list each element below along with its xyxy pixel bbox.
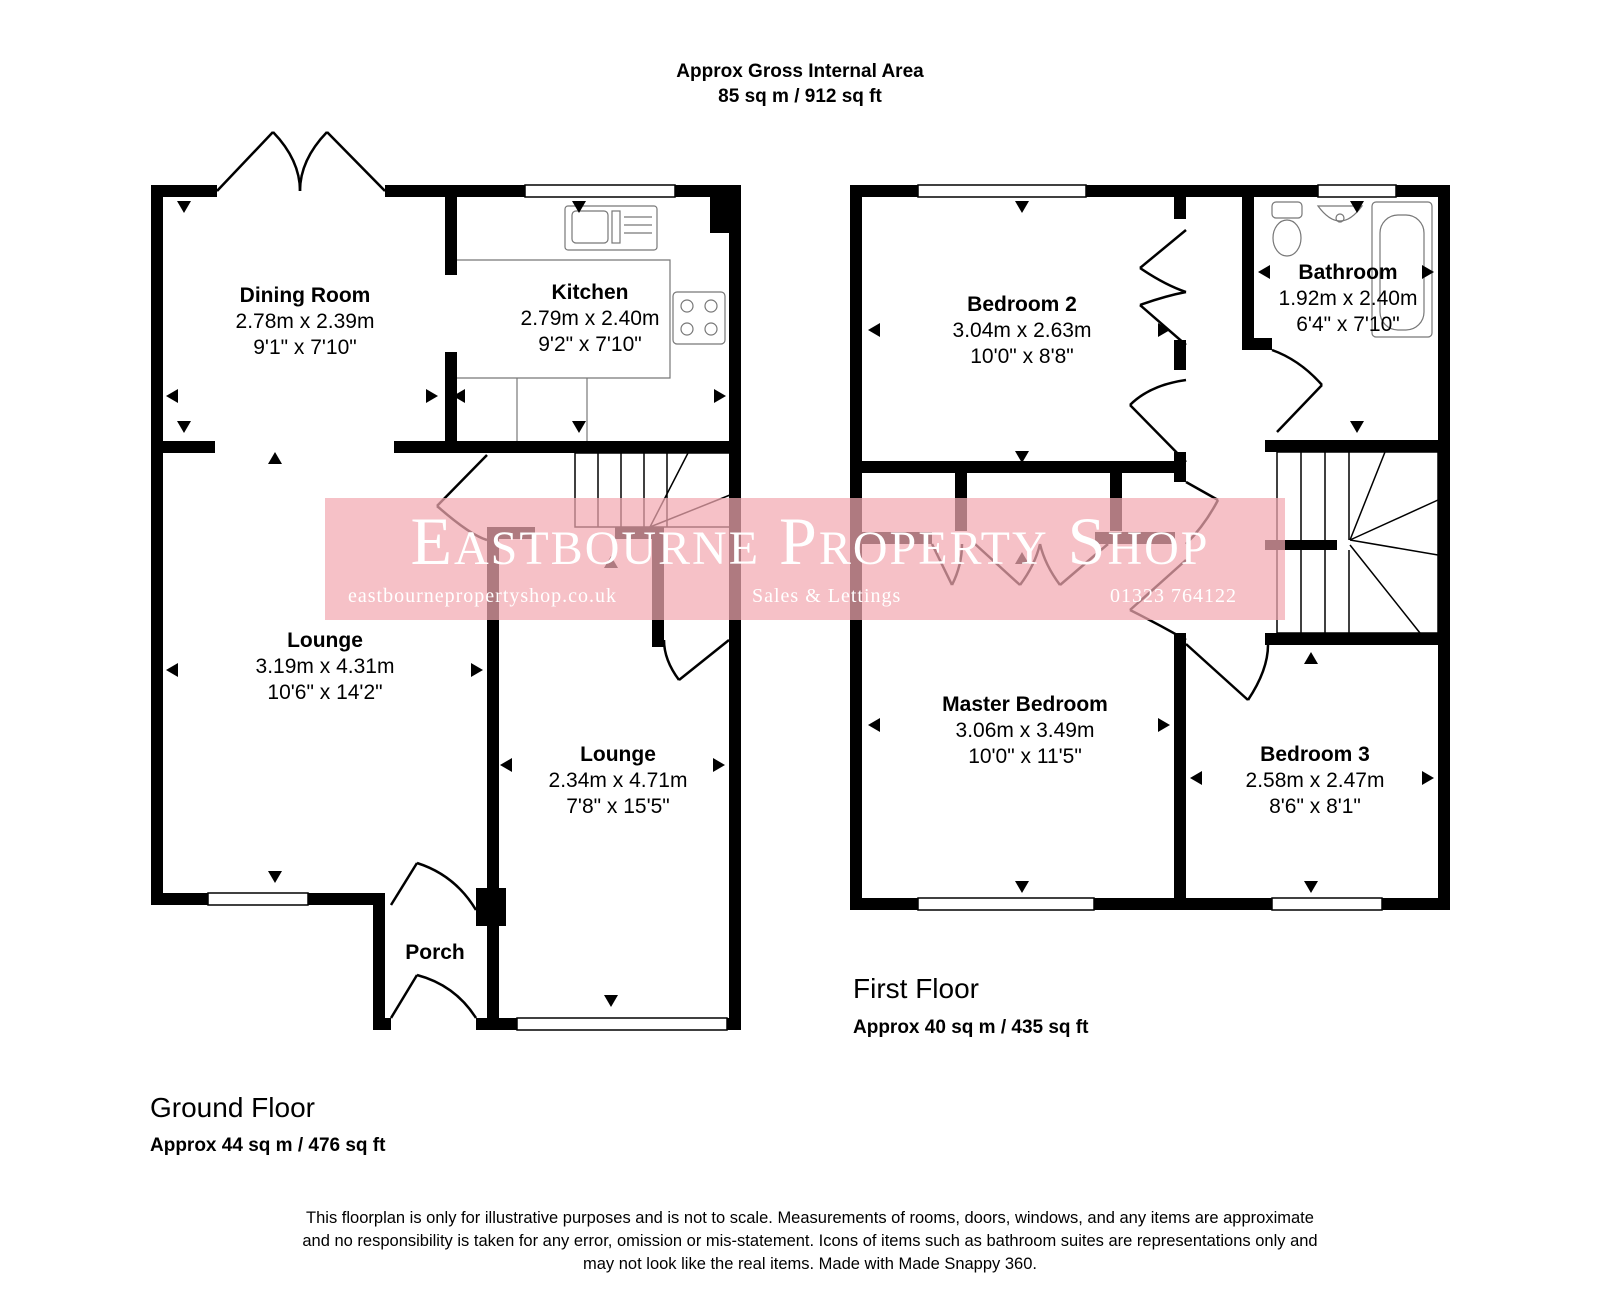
room-bedroom-2: Bedroom 2 3.04m x 2.63m 10'0" x 8'8" [922,292,1122,370]
room-porch: Porch [385,940,485,966]
room-name: Kitchen [551,281,629,304]
room-metric: 3.19m x 4.31m [255,655,395,678]
room-name: Master Bedroom [942,693,1108,716]
room-metric: 2.58m x 2.47m [1245,769,1385,792]
ground-floor-area: Approx 44 sq m / 476 sq ft [150,1135,386,1156]
disclaimer-line: This floorplan is only for illustrative … [306,1209,1314,1227]
room-metric: 2.34m x 4.71m [548,769,688,792]
room-bathroom: Bathroom 1.92m x 2.40m 6'4" x 7'10" [1258,260,1438,338]
room-imperial: 7'8" x 15'5" [566,795,670,818]
french-doors [216,131,386,192]
first-floor-windows [917,184,1397,911]
room-name: Lounge [580,743,656,766]
room-imperial: 9'2" x 7'10" [538,333,642,356]
room-dining-room: Dining Room 2.78m x 2.39m 9'1" x 7'10" [205,283,405,361]
gross-area-heading: Approx Gross Internal Area [676,61,924,82]
disclaimer: This floorplan is only for illustrative … [180,1207,1440,1276]
room-name: Bedroom 3 [1260,743,1370,766]
room-imperial: 6'4" x 7'10" [1296,313,1400,336]
gross-area-value: 85 sq m / 912 sq ft [718,86,882,107]
disclaimer-line: may not look like the real items. Made w… [583,1255,1037,1273]
room-imperial: 10'0" x 11'5" [968,745,1082,768]
room-bedroom-3: Bedroom 3 2.58m x 2.47m 8'6" x 8'1" [1215,742,1415,820]
room-name: Bedroom 2 [967,293,1077,316]
room-metric: 2.78m x 2.39m [235,310,375,333]
room-imperial: 10'0" x 8'8" [970,345,1074,368]
room-lounge-2: Lounge 2.34m x 4.71m 7'8" x 15'5" [518,742,718,820]
room-metric: 3.04m x 2.63m [952,319,1092,342]
first-floor-walls [850,185,1450,910]
room-master-bedroom: Master Bedroom 3.06m x 3.49m 10'0" x 11'… [910,692,1140,770]
room-metric: 2.79m x 2.40m [520,307,660,330]
ground-floor-title: Ground Floor [150,1092,315,1123]
ground-floor-windows [207,184,728,1031]
room-metric: 1.92m x 2.40m [1278,287,1418,310]
kitchen-units [457,205,726,441]
room-name: Bathroom [1298,261,1398,284]
disclaimer-line: and no responsibility is taken for any e… [302,1232,1318,1250]
room-metric: 3.06m x 3.49m [955,719,1095,742]
watermark-title: Eastbourne Property Shop [410,503,1210,579]
room-imperial: 9'1" x 7'10" [253,336,357,359]
room-name: Lounge [287,629,363,652]
ground-floor-markers [166,201,726,1007]
room-name: Porch [405,941,465,964]
room-imperial: 10'6" x 14'2" [267,681,383,704]
room-kitchen: Kitchen 2.79m x 2.40m 9'2" x 7'10" [490,280,690,358]
watermark-tagline: Sales & Lettings [752,585,902,607]
first-floor-area: Approx 40 sq m / 435 sq ft [853,1017,1089,1038]
watermark-phone: 01323 764122 [1110,585,1237,607]
room-imperial: 8'6" x 8'1" [1269,795,1361,818]
watermark-band [325,498,1285,620]
room-name: Dining Room [239,284,371,307]
watermark-website: eastbournepropertyshop.co.uk [348,585,618,607]
room-lounge-1: Lounge 3.19m x 4.31m 10'6" x 14'2" [225,628,425,706]
first-floor-title: First Floor [853,973,979,1004]
